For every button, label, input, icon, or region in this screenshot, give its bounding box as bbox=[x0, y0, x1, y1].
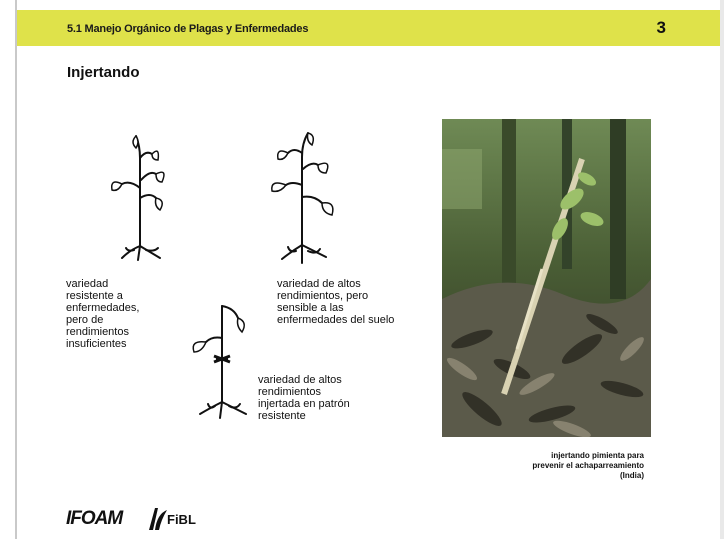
caption-resistant-variety: variedad resistente a enfermedades, pero… bbox=[66, 278, 139, 350]
section-title: Injertando bbox=[67, 64, 140, 81]
header-title: 5.1 Manejo Orgánico de Plagas y Enfermed… bbox=[67, 23, 308, 35]
slide-header: 5.1 Manejo Orgánico de Plagas y Enfermed… bbox=[17, 10, 720, 46]
photo-caption: injertando pimienta para prevenir el ach… bbox=[468, 451, 644, 481]
grafted-plant-drawing bbox=[182, 298, 262, 420]
grafting-photo bbox=[442, 119, 651, 437]
fibl-logo: FiBL bbox=[147, 504, 217, 532]
fibl-leaf-icon bbox=[147, 504, 169, 532]
page-left-rule bbox=[15, 0, 17, 539]
page-number: 3 bbox=[657, 18, 666, 38]
caption-grafted-variety: variedad de altos rendimientos injertada… bbox=[258, 374, 350, 422]
resistant-plant-drawing bbox=[100, 128, 180, 263]
caption-high-yield-variety: variedad de altos rendimientos, pero sen… bbox=[277, 278, 394, 326]
high-yield-plant-drawing bbox=[262, 125, 347, 267]
fibl-logo-text: FiBL bbox=[167, 512, 196, 527]
ifoam-logo: IFOAM bbox=[66, 508, 122, 530]
ifoam-logo-text: IFOAM bbox=[66, 508, 122, 529]
grafting-photo-image bbox=[442, 119, 651, 437]
page-right-edge bbox=[720, 0, 724, 539]
